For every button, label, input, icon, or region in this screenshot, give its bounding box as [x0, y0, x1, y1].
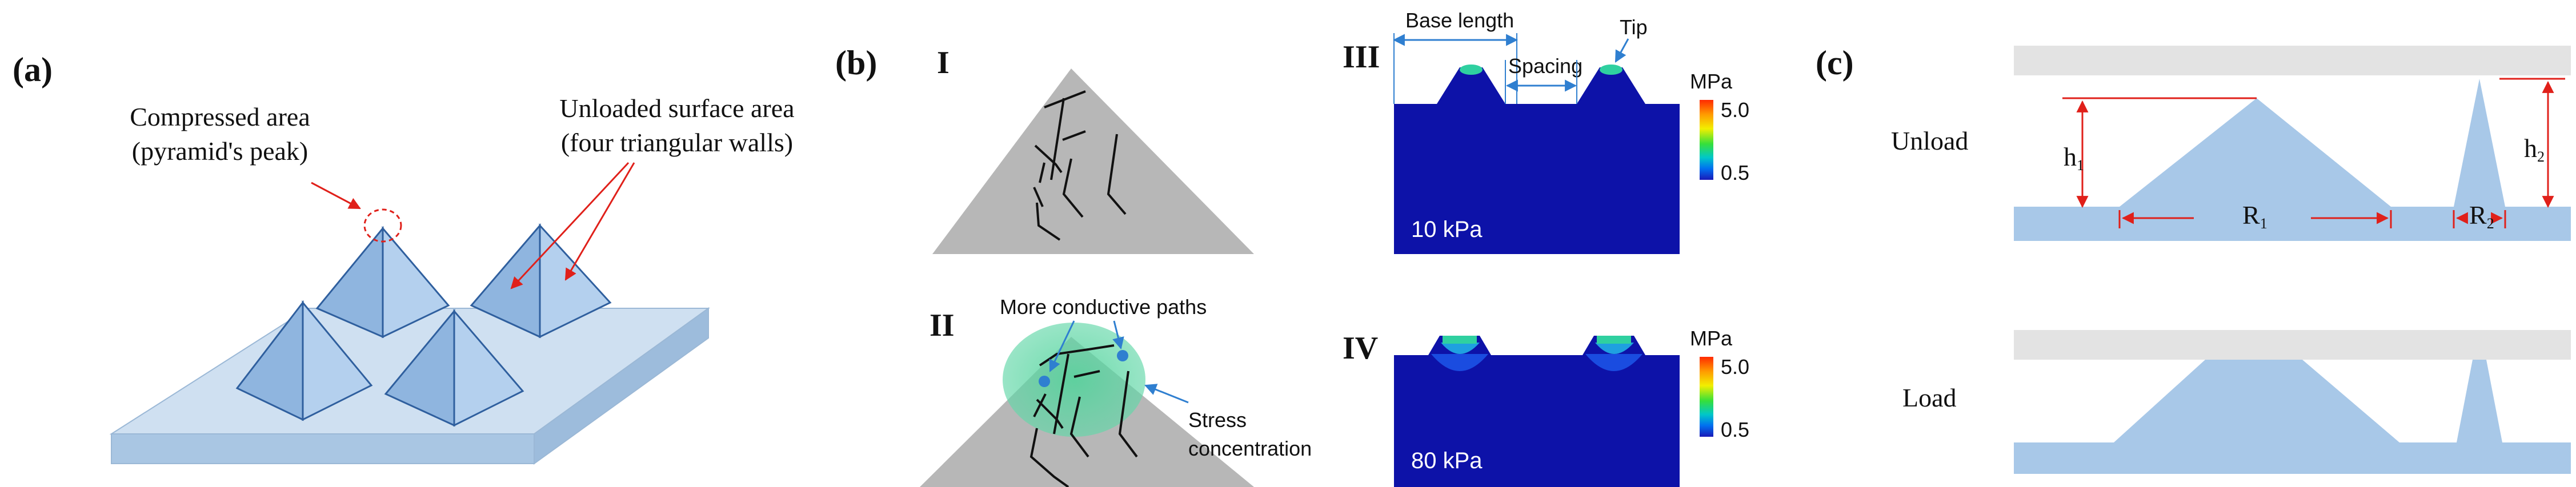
panel-c: (c) Unload Load h1 h2 R1 R2: [1816, 44, 2571, 474]
conductive-network-II: [1029, 344, 1138, 487]
unloaded-area-label: Unloaded surface area: [559, 94, 794, 123]
top-plate-load: [2014, 330, 2571, 360]
unloaded-area-sublabel: (four triangular walls): [561, 128, 793, 157]
compressed-area-sublabel: (pyramid's peak): [132, 136, 308, 166]
colorbar-unit-IV: MPa: [1690, 327, 1733, 350]
large-pyramid-load: [2114, 360, 2399, 442]
colorbar-max-III: 5.0: [1721, 98, 1749, 122]
paths-arrow-2: [1112, 320, 1124, 350]
substrate-load: [2014, 442, 2571, 474]
contact-stress-IV-1-top: [1443, 336, 1477, 344]
unload-label: Unload: [1891, 126, 1968, 155]
h2-label: h2: [2524, 134, 2545, 165]
stress-sublabel: concentration: [1188, 437, 1312, 460]
more-paths-label: More conductive paths: [1000, 295, 1207, 319]
unloaded-arrow-2: [564, 162, 635, 281]
tip-stress-III-2: [1600, 65, 1622, 75]
top-plate-unload: [2014, 46, 2571, 75]
pyramid-front-left: [235, 300, 373, 421]
fem-model-III: [1394, 67, 1680, 254]
r1-label: R1: [2242, 200, 2267, 232]
subpanel-III-label: III: [1343, 39, 1380, 75]
contact-point-2: [1117, 350, 1128, 361]
r2-label: R2: [2469, 200, 2494, 232]
pressure-label-IV: 80 kPa: [1411, 448, 1483, 473]
pyramid-front-right: [384, 308, 524, 427]
subpanel-IV-label: IV: [1343, 331, 1378, 366]
panel-b-label: (b): [835, 44, 877, 82]
small-pyramid-unload: [2454, 79, 2505, 207]
tip-stress-III-1: [1460, 65, 1483, 75]
stress-label: Stress: [1188, 408, 1247, 432]
panel-c-label: (c): [1816, 44, 1854, 82]
h1-label: h1: [2064, 142, 2084, 174]
panel-b: (b) I II Mor: [835, 9, 1749, 487]
fem-model-IV: [1394, 336, 1680, 487]
colorbar-unit-III: MPa: [1690, 70, 1733, 93]
unloaded-arrow-1: [510, 162, 630, 289]
paths-arrow-1: [1049, 320, 1075, 372]
compressed-area-label: Compressed area: [130, 102, 310, 131]
contact-point-1: [1039, 376, 1050, 387]
pyramid-back-left: [315, 226, 450, 339]
small-pyramid-load: [2457, 360, 2502, 442]
contact-stress-IV-2-outer: [1585, 354, 1642, 371]
grain-triangle-I: [932, 69, 1254, 254]
pressure-label-III: 10 kPa: [1411, 217, 1483, 242]
compressed-arrow: [311, 182, 361, 210]
subpanel-I-label: I: [937, 45, 950, 81]
colorbar-max-IV: 5.0: [1721, 355, 1749, 379]
panel-a-label: (a): [13, 51, 53, 88]
contact-stress-IV-2-mid: [1595, 343, 1634, 354]
tip-label: Tip: [1620, 15, 1648, 39]
colorbar-min-IV: 0.5: [1721, 418, 1749, 441]
compressed-peak-highlight: [363, 208, 402, 243]
large-pyramid-unload: [2120, 98, 2391, 207]
subpanel-II-label: II: [930, 308, 955, 343]
tip-arrow: [1614, 38, 1629, 63]
substrate-unload: [2014, 207, 2571, 241]
contact-stress-IV-1-outer: [1431, 354, 1488, 371]
spacing-label: Spacing: [1508, 54, 1583, 78]
stress-arrow: [1144, 384, 1189, 404]
colorbar-min-III: 0.5: [1721, 161, 1749, 184]
contact-stress-IV-1-mid: [1441, 343, 1480, 354]
contact-stress-IV-2-top: [1597, 336, 1631, 344]
colorbar-IV: [1700, 357, 1713, 437]
conductive-network-I: [1033, 90, 1127, 241]
load-label: Load: [1902, 383, 1957, 412]
colorbar-III: [1700, 100, 1713, 180]
base-length-label: Base length: [1405, 9, 1514, 32]
panel-a: (a): [13, 51, 795, 465]
